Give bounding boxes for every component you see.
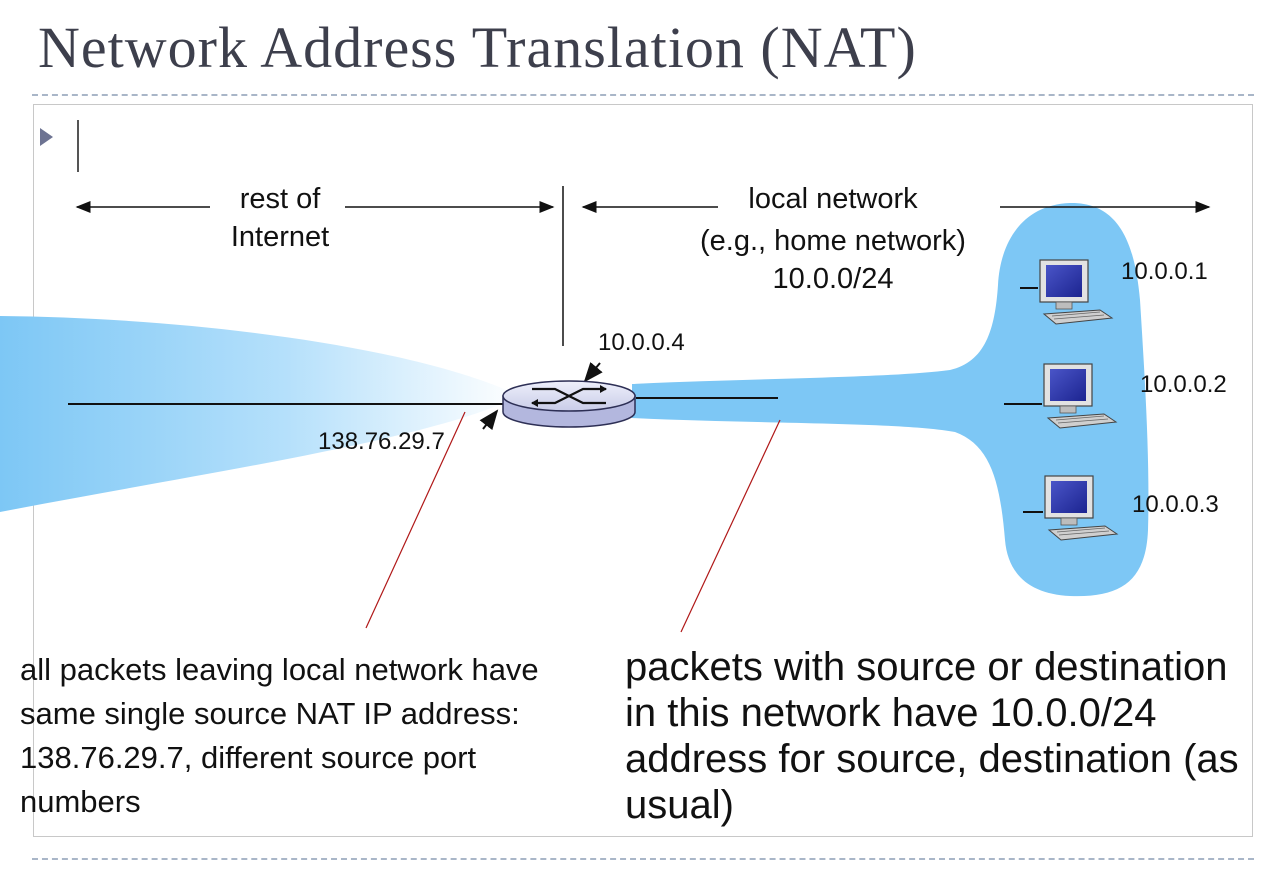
router-outside-ip-label: 138.76.29.7 [318, 428, 445, 455]
outside-ip-pointer [479, 409, 499, 431]
title-divider [32, 94, 1254, 96]
rest-of-internet-label-2: Internet [230, 221, 330, 253]
bullet-arrow-icon [40, 128, 53, 146]
slide-title: Network Address Translation (NAT) [38, 15, 917, 80]
right-annotation-text: packets with source or destination in th… [625, 645, 1239, 827]
text-cursor [77, 120, 79, 172]
local-network-blob [632, 202, 1149, 597]
home-network-label: (e.g., home network) [700, 225, 966, 257]
right-note-pointer [680, 419, 781, 633]
host-1-computer-icon [1020, 259, 1114, 325]
host-3-ip-label: 10.0.0.3 [1132, 491, 1219, 518]
host-3-computer-icon [1023, 475, 1119, 541]
nat-router-icon [502, 380, 636, 428]
left-note-pointer [365, 411, 466, 629]
left-annotation-text: all packets leaving local network have s… [20, 652, 539, 819]
host-2-ip-label: 10.0.0.2 [1140, 371, 1227, 398]
host-1-ip-label: 10.0.0.1 [1121, 258, 1208, 285]
footer-divider [32, 858, 1254, 860]
host-2-computer-icon [1004, 363, 1118, 429]
rest-of-internet-label-1: rest of [239, 183, 321, 215]
internet-cloud [0, 316, 520, 512]
inside-ip-pointer [583, 362, 603, 383]
router-inside-ip-label: 10.0.0.4 [598, 329, 685, 356]
local-network-label: local network [748, 183, 918, 215]
subnet-label: 10.0.0/24 [772, 263, 894, 295]
